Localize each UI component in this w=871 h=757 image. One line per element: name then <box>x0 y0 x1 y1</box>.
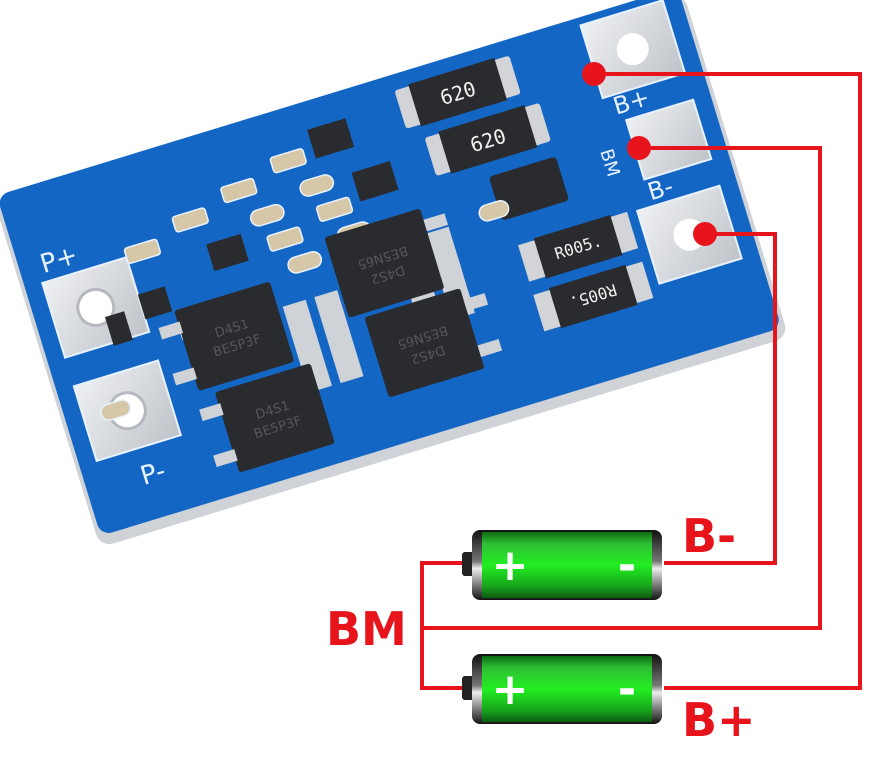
mosfet-2: D4S2 BE5N65 <box>325 209 444 318</box>
pcb-board: 620 620 R005. R005. <box>0 0 786 545</box>
wire-b-plus <box>594 72 862 690</box>
mosfet-3: D4S1 BE5P3F <box>215 363 335 472</box>
diode <box>489 157 569 220</box>
wire-b-minus <box>664 232 777 565</box>
battery-body <box>482 656 652 722</box>
shunt-resistor-1: R005. <box>518 211 639 282</box>
connection-dot-bm <box>627 136 651 160</box>
negative-symbol: - <box>618 540 636 591</box>
connection-dot-b-minus <box>693 222 717 246</box>
label-b-plus: B+ <box>682 693 756 747</box>
ic-small-4 <box>137 286 173 320</box>
label-bm: BM <box>326 602 407 656</box>
battery-cell-2: + - <box>462 654 662 724</box>
mosfet-legs <box>158 213 503 468</box>
label-b-minus: B- <box>682 509 736 563</box>
battery-body <box>482 532 652 598</box>
wire-bm <box>422 146 822 630</box>
negative-symbol: - <box>618 664 636 715</box>
wire-bm-bus <box>420 561 463 690</box>
battery-cell-1: + - <box>462 530 662 600</box>
wires <box>420 72 862 690</box>
mosfet-4: D4S2 BE5N65 <box>365 288 484 397</box>
connection-dot-b-plus <box>582 62 606 86</box>
resistor-620-2: 620 <box>425 103 551 176</box>
resistor-620-1: 620 <box>395 56 521 129</box>
transistor <box>104 311 133 346</box>
positive-symbol: + <box>492 540 529 591</box>
shunt-resistor-2: R005. <box>533 261 654 332</box>
ic-small-3 <box>206 233 249 272</box>
ic-small-2 <box>351 161 399 202</box>
mosfet-1: D4S1 BE5P3F <box>174 282 294 391</box>
ic-small-1 <box>307 118 355 159</box>
positive-symbol: + <box>492 664 529 715</box>
